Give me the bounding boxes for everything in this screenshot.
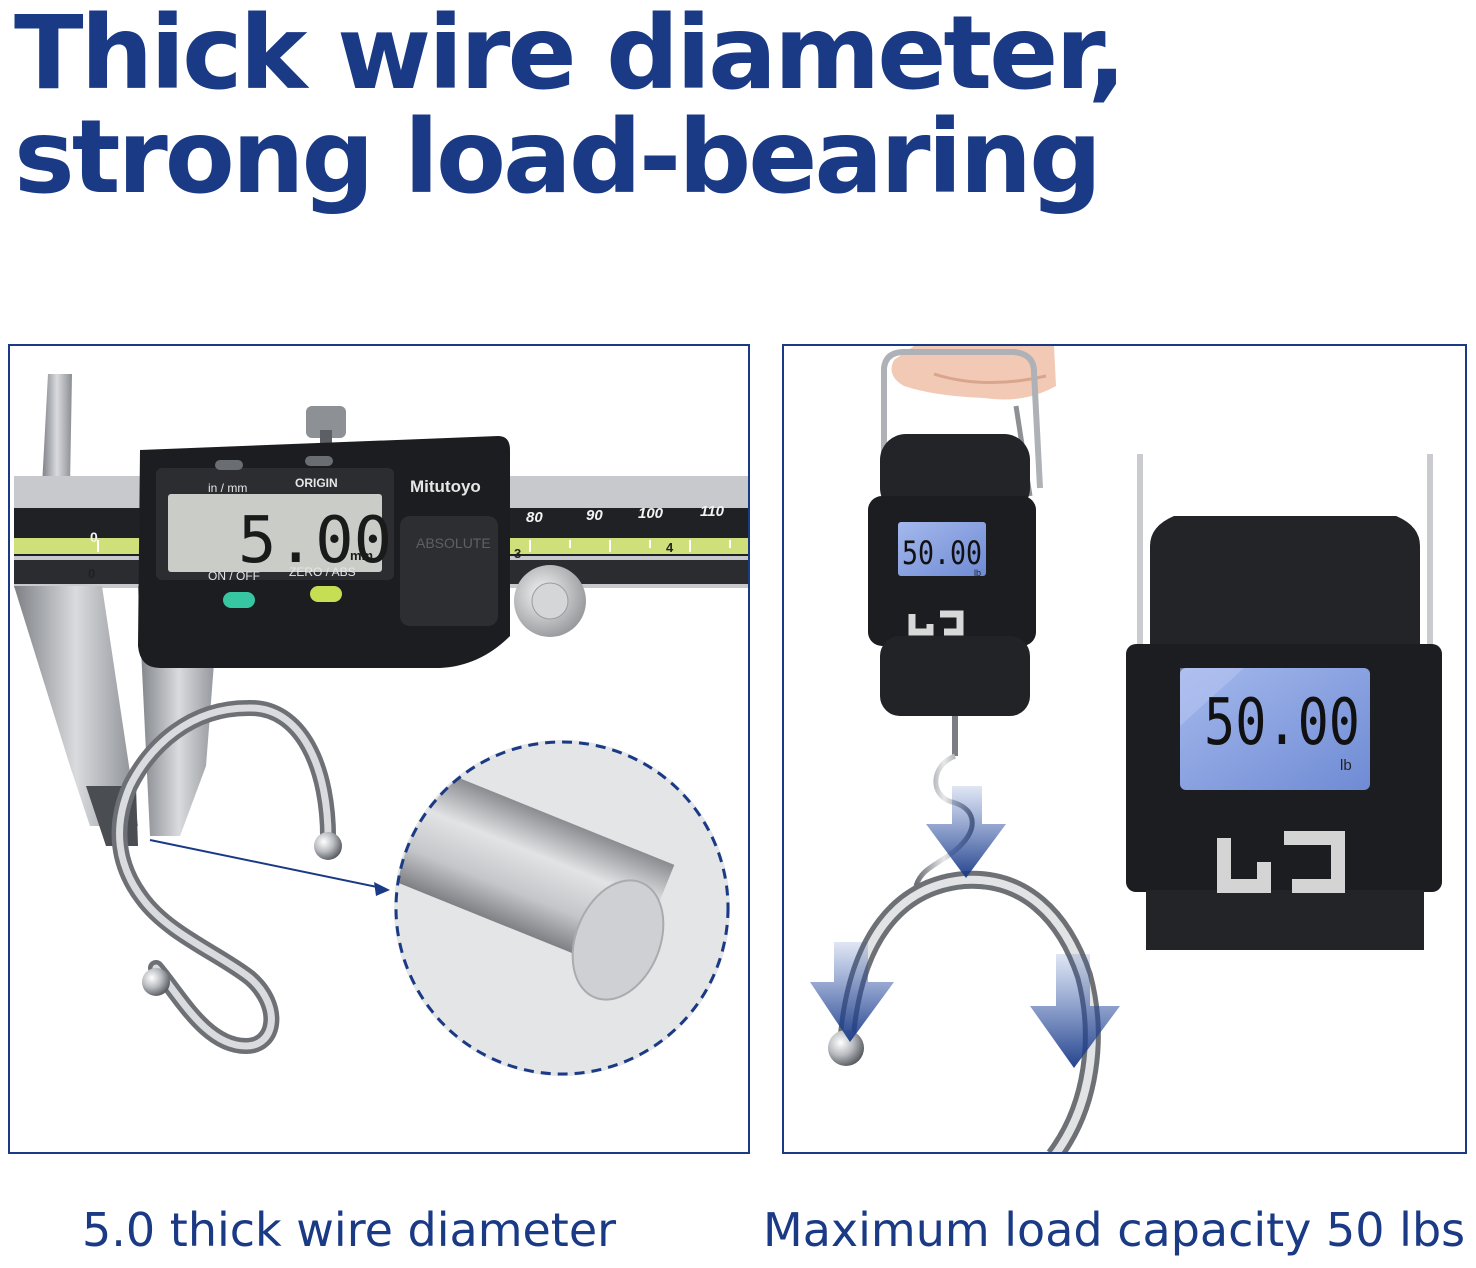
onoff-label: ON / OFF — [208, 569, 260, 583]
down-arrow-top — [926, 786, 1006, 878]
caliper-reading: 5.00 — [238, 504, 392, 578]
units-label: in / mm — [208, 481, 247, 495]
zero-abs-label: ZERO / ABS — [289, 565, 356, 579]
caliper-lcd — [168, 494, 382, 572]
scale-label-80: 80 — [526, 509, 543, 526]
load-hook-ball — [828, 1030, 864, 1066]
small-scale-reading: 50.00 — [902, 534, 982, 572]
scale-low-label-3: 3 — [514, 546, 521, 561]
headline-line-1: Thick wire diameter, — [14, 0, 1126, 113]
small-scale-logo — [908, 610, 964, 636]
large-scale-lcd — [1180, 668, 1370, 790]
headline: Thick wire diameter, strong load-bearing — [14, 0, 1126, 217]
down-arrow-left — [810, 942, 894, 1042]
scale-label-90: 90 — [586, 507, 603, 524]
hook-ball-top — [314, 832, 342, 860]
caliper-brand: Mitutoyo — [410, 477, 481, 496]
wire-diameter-panel: 80 90 100 110 0 0 3 4 in / mm ORIGIN 5.0… — [8, 344, 750, 1154]
headline-line-2: strong load-bearing — [14, 98, 1102, 217]
onoff-button — [223, 592, 255, 608]
load-capacity-panel: 50.00 lb 50.00 lb — [782, 344, 1467, 1154]
scale-illustration: 50.00 lb 50.00 lb — [810, 346, 1442, 1152]
scale-label-110: 110 — [700, 503, 725, 520]
caliper-illustration: 80 90 100 110 0 0 3 4 in / mm ORIGIN 5.0… — [14, 374, 748, 1076]
scale-label-zero: 0 — [90, 529, 98, 545]
caption-wire-diameter: 5.0 thick wire diameter — [82, 1203, 617, 1257]
absolute-label: ABSOLUTE — [416, 535, 491, 551]
hook-ball-bottom — [142, 968, 170, 996]
s-hook — [111, 699, 337, 1055]
zoom-pointer-line — [149, 839, 383, 889]
large-scale-unit: lb — [1340, 757, 1352, 774]
down-arrow-right — [1030, 954, 1120, 1068]
large-scale-reading: 50.00 — [1204, 686, 1360, 760]
small-scale-unit: lb — [974, 568, 981, 578]
zero-abs-button — [310, 586, 342, 602]
caliper-reading-unit: mm — [350, 548, 373, 563]
scale-label-100: 100 — [638, 505, 664, 522]
caption-load-capacity: Maximum load capacity 50 lbs — [763, 1203, 1466, 1257]
scale-low-label-4: 4 — [666, 540, 674, 555]
hand — [891, 346, 1056, 400]
scale-low-label-0: 0 — [88, 566, 95, 581]
small-scale-top — [880, 434, 1030, 514]
large-scale-logo — [1217, 831, 1345, 893]
origin-label: ORIGIN — [295, 476, 338, 490]
large-scale-top — [1150, 516, 1420, 646]
caliper-fixed-jaw — [14, 586, 138, 826]
caliper-upper-jaw — [42, 374, 72, 486]
small-scale-lcd — [898, 522, 986, 576]
